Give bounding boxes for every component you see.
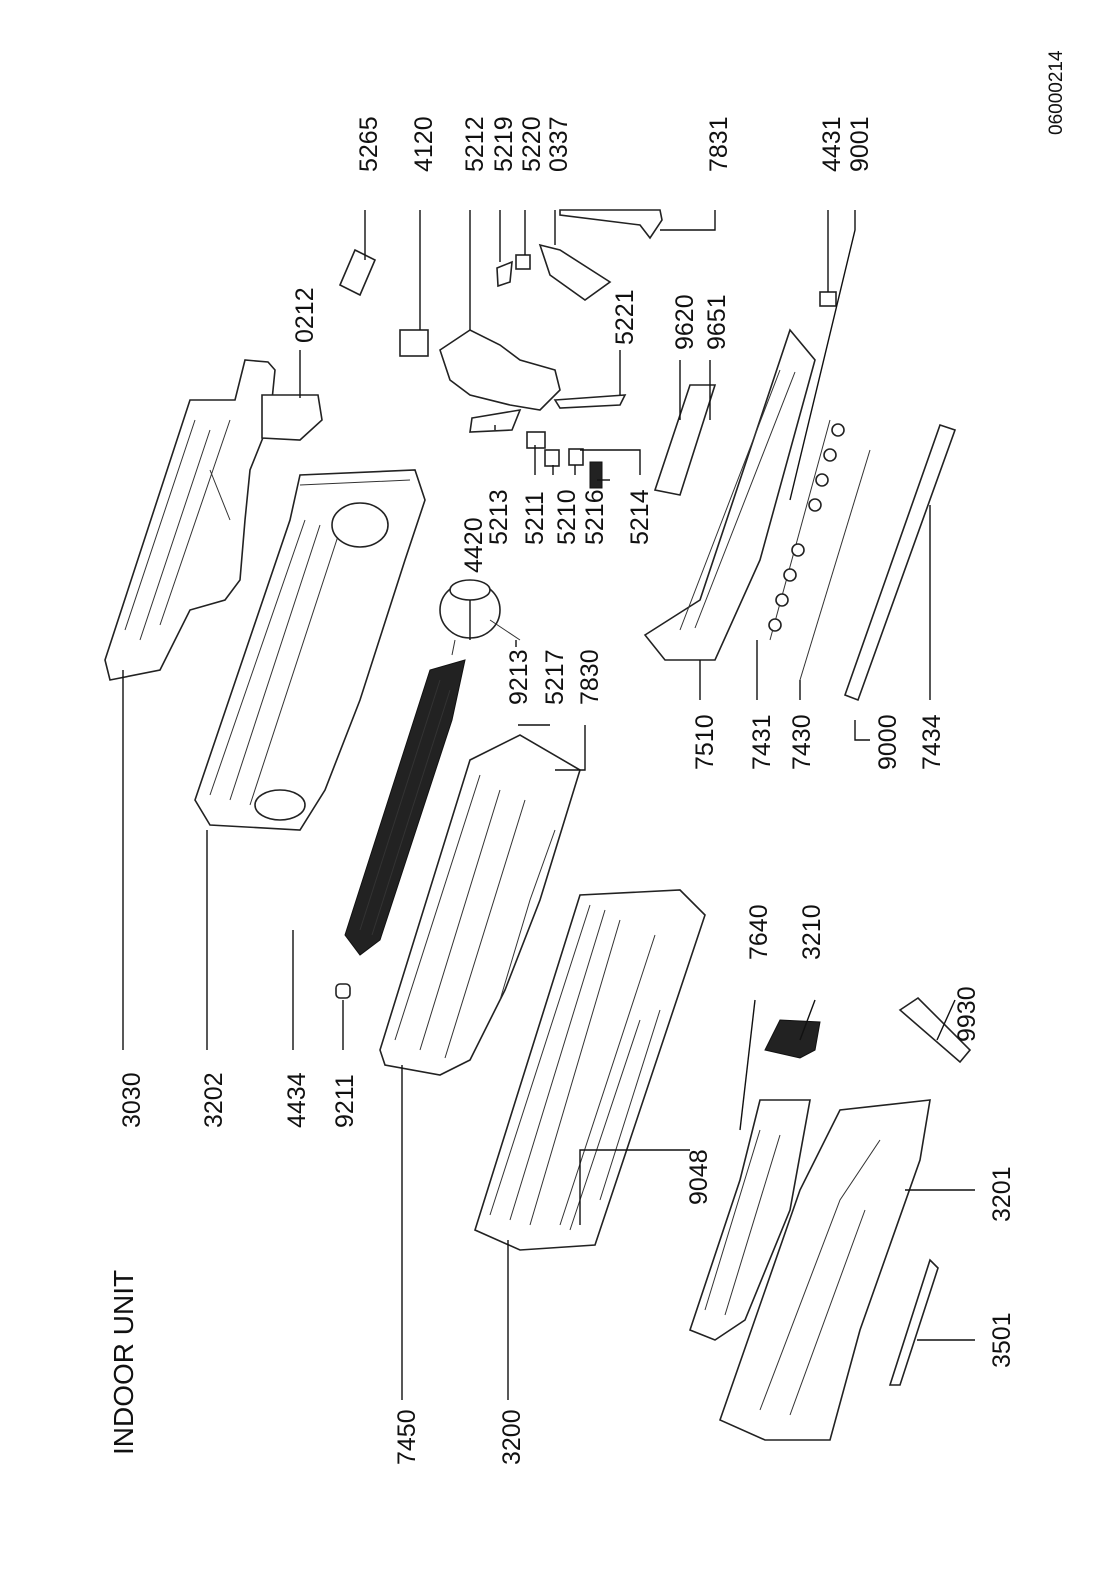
part-label-9930: 9930	[953, 986, 981, 1042]
diagram-title: INDOOR UNIT	[108, 1270, 139, 1455]
part-label-9651: 9651	[703, 294, 731, 350]
control-box-drawing	[439, 329, 561, 411]
evaporator-drawing	[379, 734, 581, 1076]
front-frame-drawing	[474, 889, 706, 1251]
bearing-drawing	[335, 983, 351, 999]
part-label-7640: 7640	[745, 904, 773, 960]
part-label-5221: 5221	[611, 289, 639, 345]
part-label-7431: 7431	[748, 714, 776, 770]
part-label-3501: 3501	[988, 1312, 1016, 1368]
part-label-3201: 3201	[988, 1166, 1016, 1222]
part-label-9000: 9000	[874, 714, 902, 770]
part-label-5220: 5220	[518, 116, 546, 172]
fan-drawing	[344, 659, 466, 956]
part-label-7430: 7430	[788, 714, 816, 770]
part-label-5219: 5219	[490, 116, 518, 172]
part-label-7830: 7830	[576, 649, 604, 705]
part-label-0337: 0337	[545, 116, 573, 172]
part-label-5214: 5214	[626, 489, 654, 545]
part-label-5216: 5216	[581, 489, 609, 545]
part-label-5213: 5213	[485, 489, 513, 545]
filter-drawing	[689, 1099, 811, 1341]
part-label-3202: 3202	[200, 1072, 228, 1128]
drain-hose-drawing	[559, 209, 663, 240]
part-label-7450: 7450	[393, 1409, 421, 1465]
display-drawing	[888, 1258, 939, 1386]
part-label-7831: 7831	[705, 116, 733, 172]
louver-housing-drawing	[643, 328, 816, 661]
part-label-4420: 4420	[460, 517, 488, 573]
part-labels: 3030 3202 4434 9211 7450 3200 9048 3201 …	[118, 116, 1016, 1465]
vanes-drawing	[768, 419, 845, 641]
document-id: 06000214	[1046, 50, 1067, 135]
chassis-drawing	[194, 469, 426, 831]
part-label-3030: 3030	[118, 1072, 146, 1128]
remote-drawing	[898, 996, 972, 1064]
part-label-4120: 4120	[410, 116, 438, 172]
part-label-3210: 3210	[798, 904, 826, 960]
front-panel-drawing	[719, 1099, 931, 1441]
part-label-9620: 9620	[671, 294, 699, 350]
part-label-5217: 5217	[541, 649, 569, 705]
part-label-7434: 7434	[918, 714, 946, 770]
mounting-plate-drawing	[104, 359, 276, 681]
part-label-3200: 3200	[498, 1409, 526, 1465]
display-board-drawing	[653, 384, 717, 496]
part-label-9001: 9001	[846, 116, 874, 172]
part-label-5212: 5212	[461, 116, 489, 172]
small-cover-drawing	[764, 1019, 821, 1059]
part-label-9211: 9211	[331, 1074, 359, 1128]
part-label-5210: 5210	[553, 489, 581, 545]
part-label-5265: 5265	[355, 116, 383, 172]
part-label-4431: 4431	[818, 116, 846, 172]
part-label-5211: 5211	[521, 491, 549, 545]
parts-artwork	[104, 209, 972, 1441]
leader-lines	[122, 210, 975, 1400]
part-label-9048: 9048	[685, 1149, 713, 1205]
part-label-9213: 9213	[505, 649, 533, 705]
part-label-0212: 0212	[291, 287, 319, 343]
part-label-4434: 4434	[283, 1072, 311, 1128]
bracket-drawing	[261, 394, 323, 441]
lower-rail-drawing	[843, 423, 957, 702]
part-label-7510: 7510	[691, 714, 719, 770]
